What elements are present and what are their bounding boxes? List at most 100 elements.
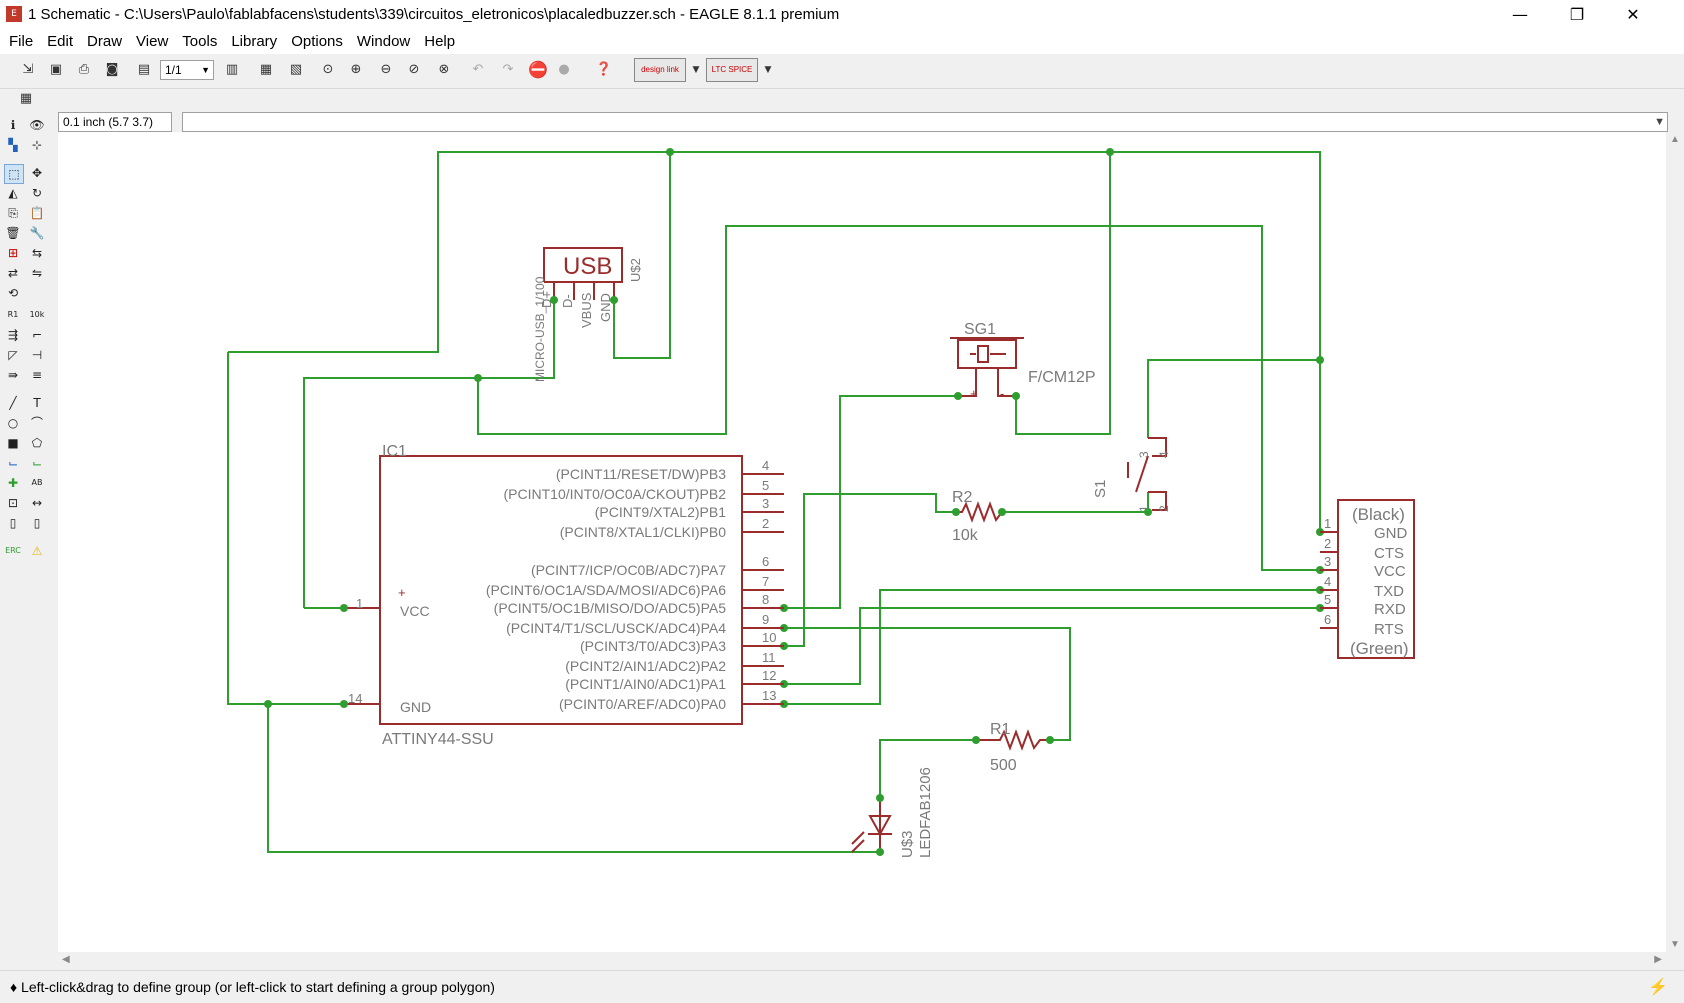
bus-draw-icon[interactable]: ⌙ xyxy=(7,456,19,470)
script-icon[interactable]: ▦ xyxy=(259,62,273,77)
erc-icon[interactable]: ERC xyxy=(5,546,21,555)
horizontal-scrollbar[interactable]: ◀ ▶ xyxy=(58,952,1666,970)
status-message: ♦ Left-click&drag to define group (or le… xyxy=(10,979,495,995)
rotate-icon[interactable]: ↻ xyxy=(31,186,43,200)
stop-icon[interactable]: ⛔ xyxy=(528,60,548,79)
wire-13 xyxy=(1002,492,1149,513)
add-icon[interactable]: ⊞ xyxy=(7,246,19,260)
menu-window[interactable]: Window xyxy=(356,33,411,50)
rect-icon[interactable]: ■ xyxy=(7,436,19,450)
sheet-select[interactable]: 1/1▼ xyxy=(160,60,214,80)
chevron-down-icon[interactable]: ▼ xyxy=(692,65,700,75)
junction-16 xyxy=(1144,508,1152,516)
group-icon[interactable]: ⬚ xyxy=(4,164,24,184)
replace-icon[interactable]: ⇆ xyxy=(31,246,43,260)
delete-icon[interactable]: 🗑 xyxy=(5,226,21,240)
scroll-right-icon[interactable]: ▶ xyxy=(1654,954,1662,965)
gateswap-icon[interactable]: ⇋ xyxy=(31,266,43,280)
undo-icon[interactable]: ↶ xyxy=(472,62,484,77)
net-draw-icon[interactable]: ⌙ xyxy=(31,456,43,470)
mirror-icon[interactable]: ◭ xyxy=(8,186,18,200)
ic1-pin-number: 3 xyxy=(762,496,769,511)
close-button[interactable]: ✕ xyxy=(1626,5,1640,24)
dimension-icon[interactable]: ↔ xyxy=(31,496,43,510)
mark-icon[interactable]: ⊹ xyxy=(31,138,43,152)
menu-library[interactable]: Library xyxy=(231,33,278,50)
warning-icon[interactable]: ⚠ xyxy=(31,544,43,558)
cam-icon[interactable]: ◙ xyxy=(105,62,119,77)
grid-icon[interactable]: ▦ xyxy=(19,91,33,106)
ftdi-pin-number: 2 xyxy=(1324,536,1331,551)
menu-file[interactable]: File xyxy=(9,33,34,50)
menu-edit[interactable]: Edit xyxy=(47,33,74,50)
schematic-canvas[interactable]: IC1 ATTINY44-SSU VCC GND 1 14 + (PCINT11… xyxy=(58,132,1666,952)
frame-icon[interactable]: ▯ xyxy=(9,516,17,530)
optimize-icon[interactable]: ⊣ xyxy=(31,348,43,362)
line-icon[interactable]: ╱ xyxy=(9,396,17,410)
command-input[interactable] xyxy=(185,113,1645,131)
info-icon[interactable]: ℹ xyxy=(10,118,16,132)
label-icon[interactable]: AB xyxy=(31,478,43,487)
net-icon[interactable]: ⇛ xyxy=(7,368,19,382)
lightning-icon[interactable]: ⚡ xyxy=(1648,979,1668,996)
menu-options[interactable]: Options xyxy=(291,33,343,50)
module-icon[interactable]: ▯ xyxy=(33,516,41,530)
maximize-button[interactable]: ❐ xyxy=(1569,5,1585,24)
scroll-left-icon[interactable]: ◀ xyxy=(62,954,70,965)
chevron-down-icon[interactable]: ▼ xyxy=(764,65,772,75)
value-icon[interactable]: 10k xyxy=(29,310,45,319)
zoom-previous-icon[interactable]: ⊘ xyxy=(408,62,420,77)
circle-icon[interactable]: ○ xyxy=(7,416,19,430)
switch-board-icon[interactable]: ▤ xyxy=(137,62,151,77)
junction-icon[interactable]: ✚ xyxy=(7,476,19,490)
split-icon[interactable]: ◸ xyxy=(8,348,18,362)
copy-icon[interactable]: ⎘ xyxy=(8,206,18,220)
zoom-fit-icon[interactable]: ⊙ xyxy=(322,62,334,77)
paste-icon[interactable]: 📋 xyxy=(29,206,45,220)
menu-view[interactable]: View xyxy=(136,33,169,50)
help-icon[interactable]: ❓ xyxy=(595,62,613,77)
redo-icon[interactable]: ↷ xyxy=(502,62,514,77)
ic1-pin-number: 2 xyxy=(762,516,769,531)
scroll-down-icon[interactable]: ▼ xyxy=(1670,939,1680,950)
go-icon[interactable]: ● xyxy=(558,62,570,77)
arc-icon[interactable]: ⌒ xyxy=(30,416,43,430)
ic1-pin-label: (PCINT2/AIN1/ADC2)PA2 xyxy=(565,658,726,674)
print-icon[interactable]: ⎙ xyxy=(78,62,90,77)
polygon-icon[interactable]: ⬠ xyxy=(31,436,43,450)
attribute-icon[interactable]: ⊡ xyxy=(7,496,19,510)
text-icon[interactable]: T xyxy=(33,396,41,410)
zoom-in-icon[interactable]: ⊕ xyxy=(350,62,362,77)
change-icon[interactable]: 🔧 xyxy=(29,226,45,240)
library-icon[interactable]: ▥ xyxy=(225,62,239,77)
zoom-out-icon[interactable]: ⊖ xyxy=(380,62,392,77)
ulp-icon[interactable]: ▧ xyxy=(289,62,303,77)
invoke-icon[interactable]: ⟲ xyxy=(7,286,19,300)
pinswap-icon[interactable]: ⇄ xyxy=(7,266,19,280)
show-icon[interactable]: 👁 xyxy=(29,118,45,132)
ic1-pin-number: 12 xyxy=(762,668,776,683)
minimize-button[interactable]: — xyxy=(1512,5,1528,24)
save-icon[interactable]: ▣ xyxy=(49,62,63,77)
name-icon[interactable]: R1 xyxy=(7,310,19,319)
vertical-scrollbar[interactable]: ▲ ▼ xyxy=(1666,132,1684,952)
bus-icon[interactable]: ≡ xyxy=(31,368,43,382)
ic1-pin-number: 13 xyxy=(762,688,776,703)
menu-draw[interactable]: Draw xyxy=(87,33,123,50)
display-layers-icon[interactable]: ▚ xyxy=(8,138,18,152)
zoom-select-icon[interactable]: ⊗ xyxy=(438,62,450,77)
sg1-pin-minus xyxy=(997,368,1016,397)
sg1-pin-plus xyxy=(958,368,977,397)
menu-help[interactable]: Help xyxy=(424,33,456,50)
chevron-down-icon[interactable]: ▼ xyxy=(1654,116,1665,128)
command-line[interactable]: ▼ xyxy=(182,112,1668,132)
move-icon[interactable]: ✥ xyxy=(31,166,43,180)
menu-tools[interactable]: Tools xyxy=(182,33,218,50)
design-link-button[interactable]: design link xyxy=(634,58,686,82)
miter-icon[interactable]: ⌐ xyxy=(31,328,43,342)
smash-icon[interactable]: ⇶ xyxy=(7,328,19,342)
open-icon[interactable]: ⇲ xyxy=(22,62,34,77)
ltspice-button[interactable]: LTC SPICE xyxy=(706,58,758,82)
scroll-up-icon[interactable]: ▲ xyxy=(1670,134,1680,145)
sheet-select-value: 1/1 xyxy=(165,63,182,77)
